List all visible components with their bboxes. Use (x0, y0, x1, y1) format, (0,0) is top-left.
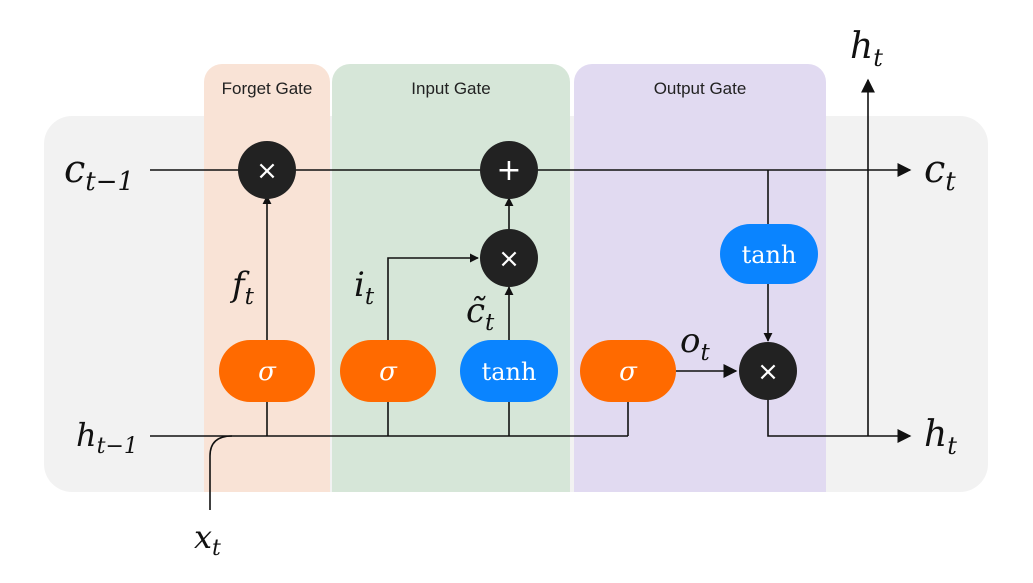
input-x-wire (209, 435, 233, 510)
output-multiply-node: × (739, 342, 797, 400)
output-multiply-symbol: × (757, 357, 779, 387)
input-gate-panel-base (332, 460, 570, 492)
forget-gate-title: Forget Gate (222, 79, 313, 98)
forget-gate-panel-base (204, 460, 330, 492)
c-tilde-label: c̃t (466, 291, 495, 336)
h-t-right-label: ht (924, 414, 957, 460)
output-gate-title: Output Gate (654, 79, 747, 98)
input-gate-panel (332, 64, 570, 492)
i-t-label: it (354, 265, 375, 310)
input-multiply-circle (480, 229, 538, 287)
output-sigma-pill (580, 340, 676, 402)
output-tanh-pill (720, 224, 818, 284)
output-tanh-node: tanh (720, 224, 818, 284)
c-t-label: ct (924, 147, 956, 197)
output-tanh-label: tanh (742, 241, 797, 269)
cell-add-node: + (480, 141, 538, 199)
input-sigma-symbol: σ (379, 357, 398, 387)
input-multiply-symbol: × (498, 244, 520, 274)
input-multiply-node: × (480, 229, 538, 287)
o-t-label: ot (680, 321, 710, 366)
forget-sigma-symbol: σ (258, 357, 277, 387)
output-sigma-symbol: σ (619, 357, 638, 387)
forget-sigma-pill (219, 340, 315, 402)
cell-add-symbol: + (496, 153, 521, 188)
forget-multiply-circle (238, 141, 296, 199)
output-multiply-circle (739, 342, 797, 400)
input-tanh-pill (460, 340, 558, 402)
output-gate-panel-base (574, 460, 826, 492)
output-ht-wire (767, 399, 912, 443)
forget-multiply-node: × (238, 141, 296, 199)
output-sigma-node: σ (580, 340, 676, 402)
forget-multiply-symbol: × (256, 156, 278, 186)
cell-add-circle (480, 141, 538, 199)
c-prev-label: ct−1 (64, 147, 134, 197)
input-tanh-node: tanh (460, 340, 558, 402)
h-prev-label: ht−1 (76, 416, 138, 459)
input-sigma-node: σ (340, 340, 436, 402)
input-gate-title: Input Gate (411, 79, 490, 98)
input-it-wire (387, 253, 479, 340)
input-sigma-pill (340, 340, 436, 402)
input-tanh-label: tanh (482, 358, 537, 386)
h-t-top-label: ht (850, 26, 883, 72)
x-t-label: xt (194, 518, 221, 561)
forget-sigma-node: σ (219, 340, 315, 402)
